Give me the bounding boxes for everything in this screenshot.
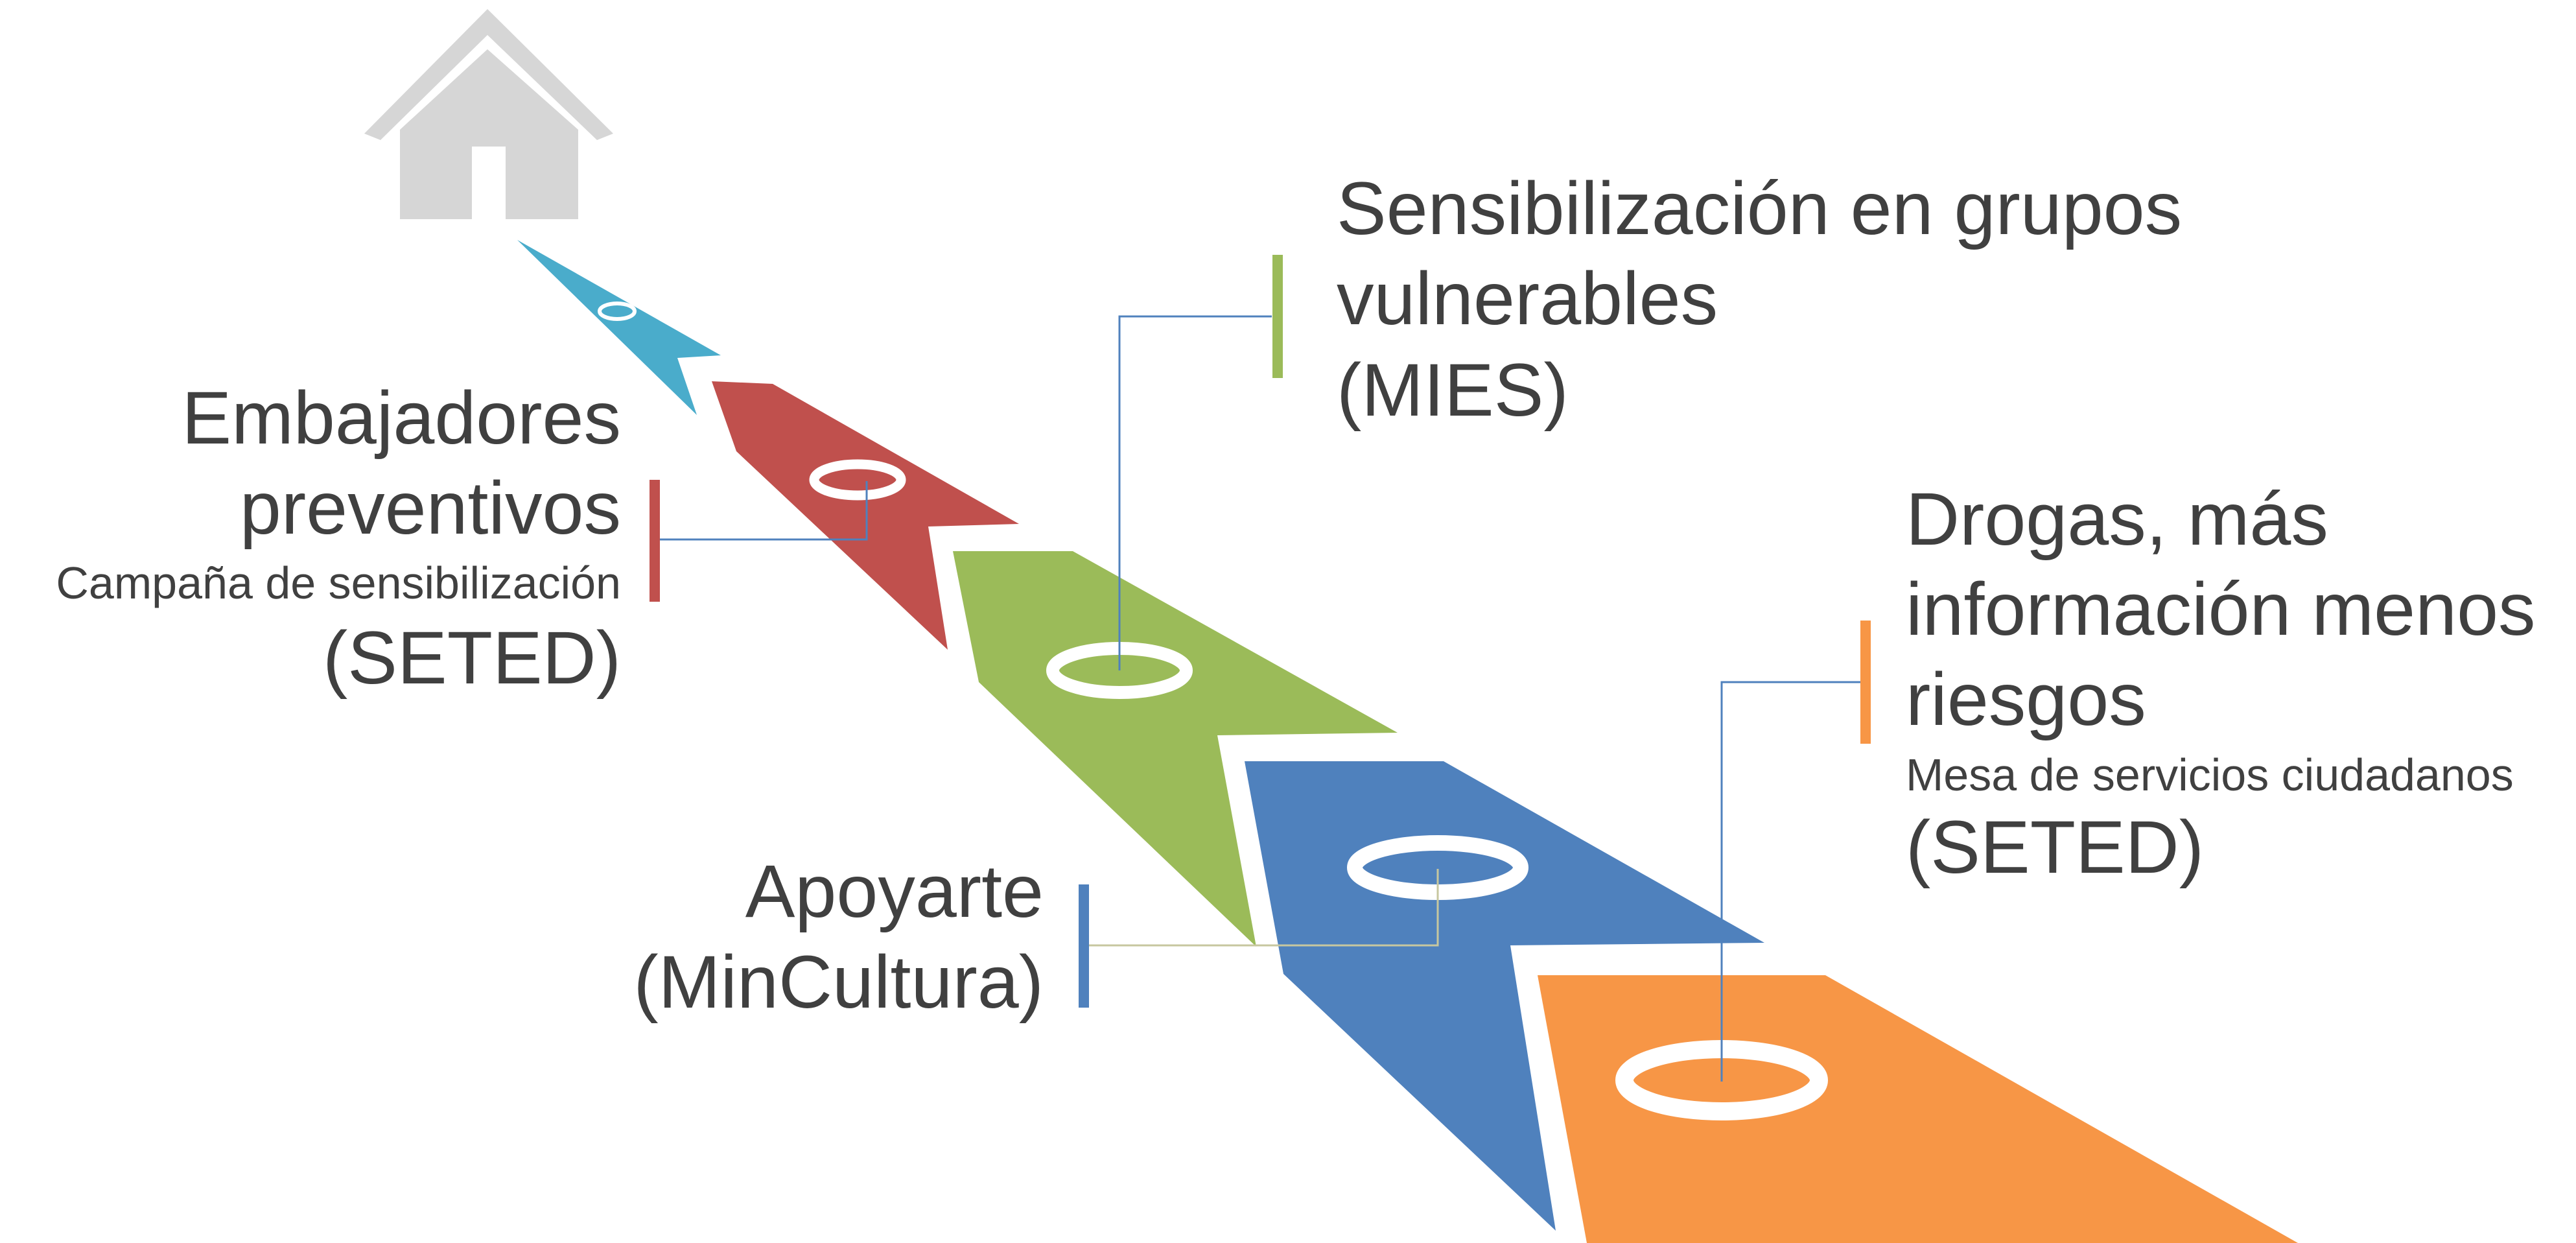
label-mies-title-2: vulnerables bbox=[1337, 257, 1718, 340]
leader-line-embajadores bbox=[656, 481, 868, 541]
leader-line-apoyarte bbox=[1089, 869, 1439, 947]
label-embajadores-subtitle: Campaña de sensibilización bbox=[56, 558, 621, 608]
callout-mies bbox=[1118, 255, 1283, 670]
label-mies-agency: (MIES) bbox=[1337, 349, 1569, 432]
label-drogas-title-3: riesgos bbox=[1906, 658, 2146, 741]
home-body bbox=[400, 49, 578, 219]
label-drogas-title-2: información menos bbox=[1906, 568, 2536, 651]
callout-embajadores bbox=[650, 480, 868, 602]
callout-apoyarte bbox=[1079, 869, 1439, 1008]
path-segment-teal bbox=[517, 240, 721, 415]
path-marker-teal bbox=[598, 302, 637, 321]
leader-line-drogas bbox=[1720, 681, 1862, 1082]
label-drogas-title-1: Drogas, más bbox=[1906, 478, 2328, 561]
label-mies-title-1: Sensibilización en grupos bbox=[1337, 167, 2183, 250]
label-drogas-subtitle: Mesa de servicios ciudadanos bbox=[1906, 750, 2514, 800]
callout-bar-mies bbox=[1272, 255, 1283, 378]
label-embajadores-title-1: Embajadores bbox=[181, 377, 621, 460]
home-icon bbox=[364, 9, 613, 219]
callout-drogas bbox=[1720, 621, 1871, 1082]
label-embajadores-title-2: preventivos bbox=[239, 467, 621, 550]
path-marker-red bbox=[809, 459, 906, 501]
label-apoyarte-agency: (MinCultura) bbox=[633, 941, 1044, 1024]
label-embajadores-agency: (SETED) bbox=[323, 617, 621, 700]
path-segment-green bbox=[953, 551, 1398, 947]
home-roof bbox=[364, 9, 613, 140]
callout-bar-apoyarte bbox=[1079, 884, 1089, 1008]
label-drogas-agency: (SETED) bbox=[1906, 806, 2204, 889]
callout-bar-embajadores bbox=[650, 480, 660, 602]
leader-line-mies bbox=[1118, 315, 1272, 670]
label-apoyarte-title: Apoyarte bbox=[745, 850, 1044, 933]
callout-bar-drogas bbox=[1860, 621, 1871, 744]
path-segment-red bbox=[712, 381, 1019, 650]
